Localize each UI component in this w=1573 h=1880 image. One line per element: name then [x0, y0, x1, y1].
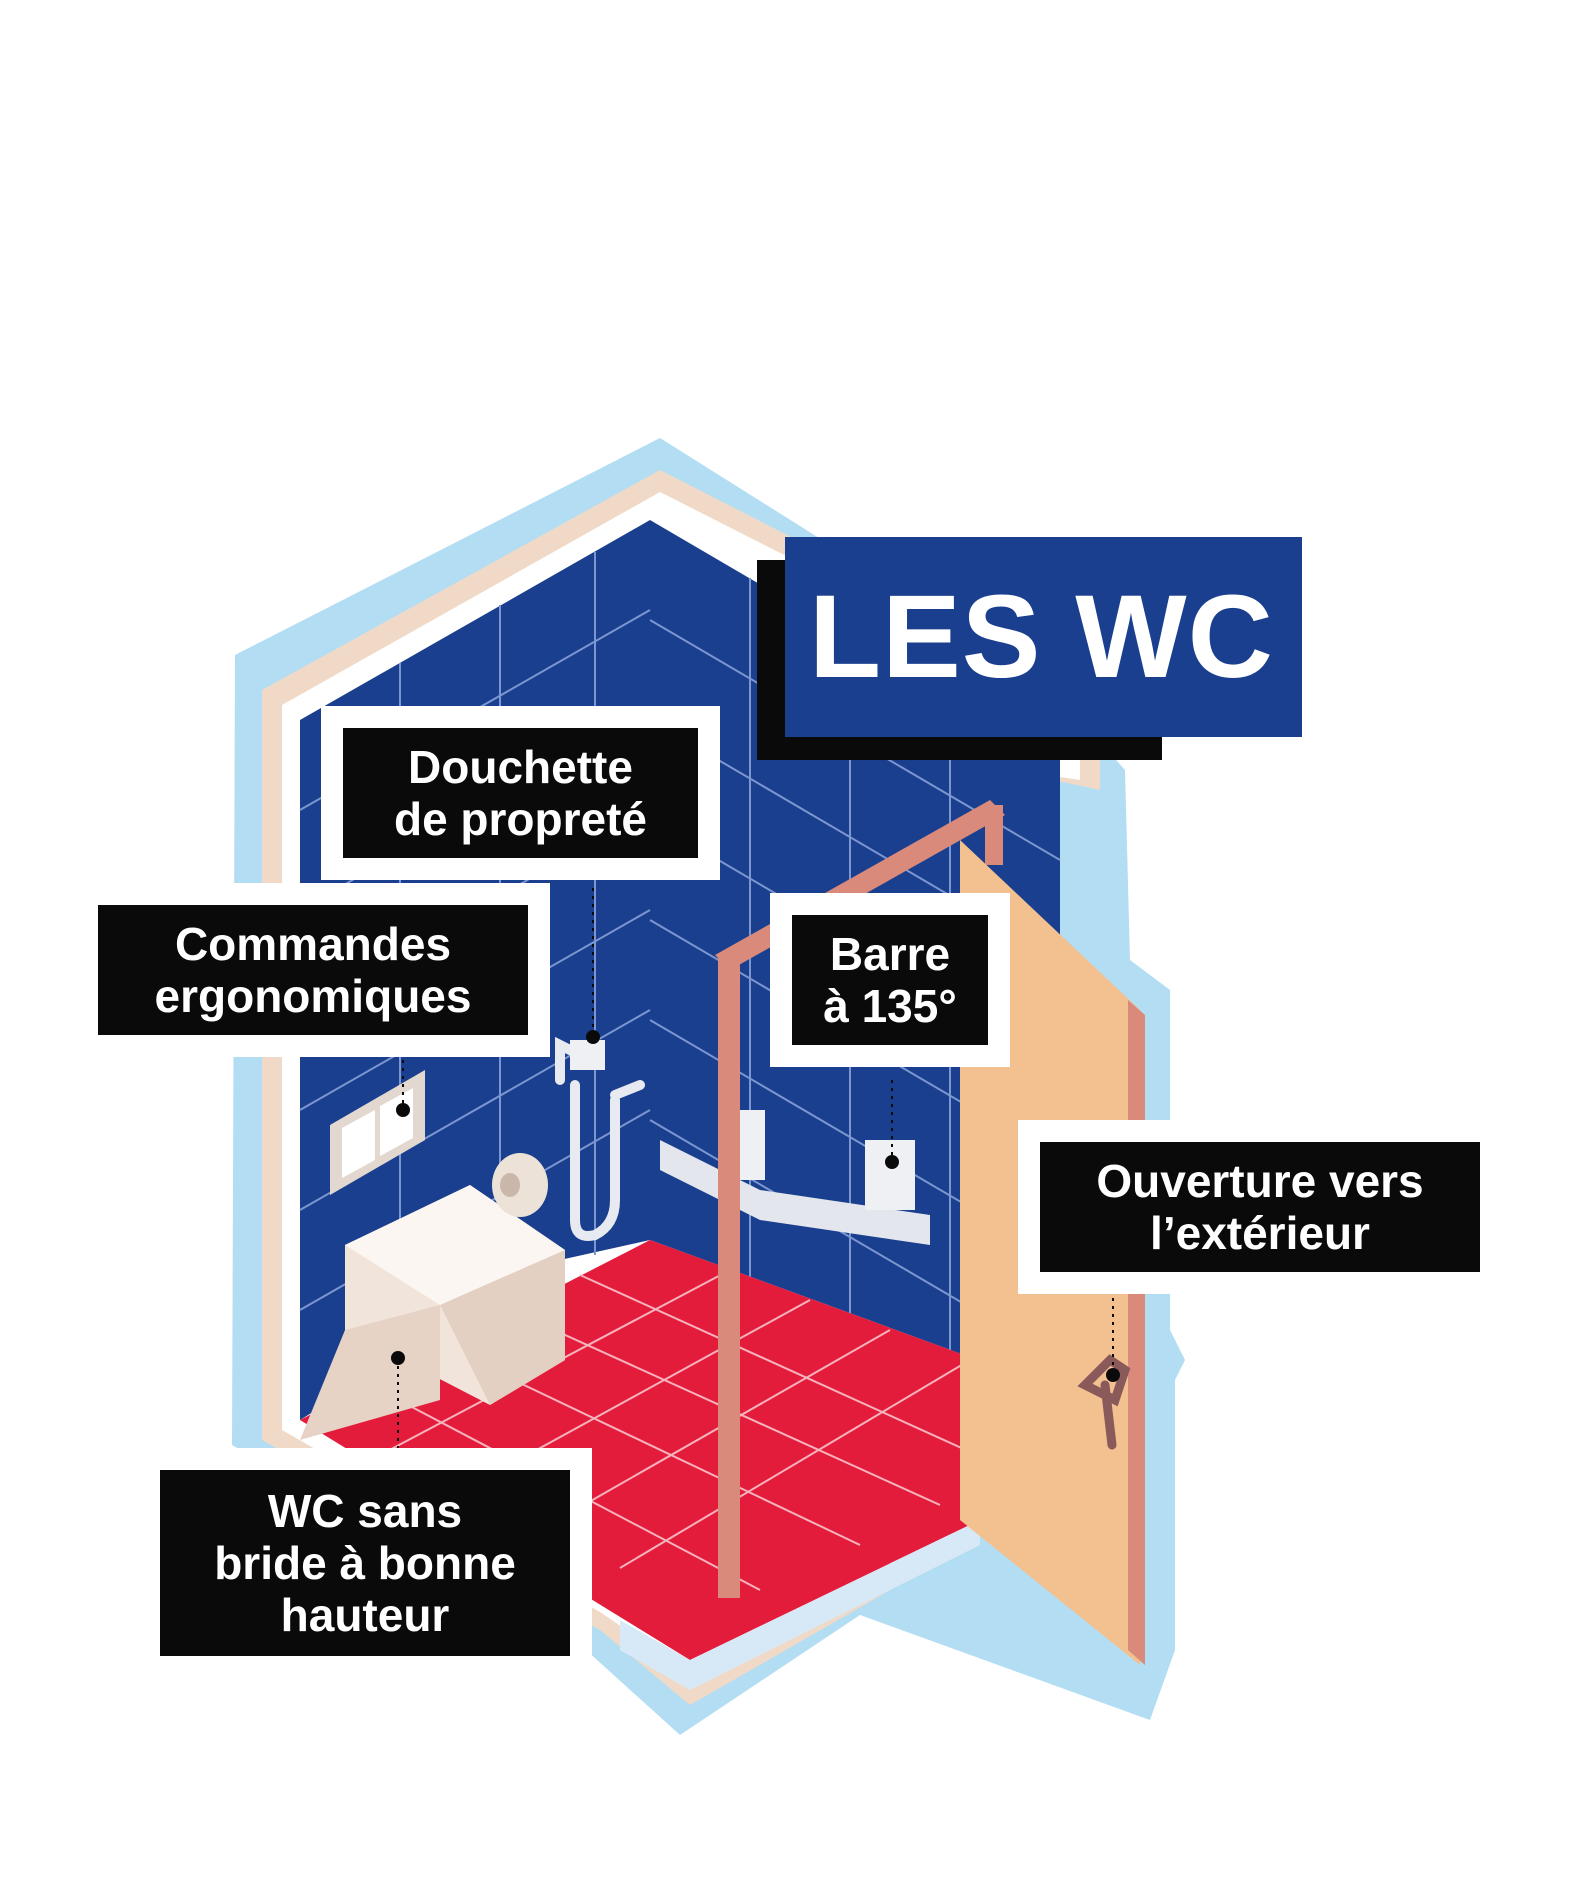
hand-shower [555, 1036, 645, 1241]
callout-ouverture-line-2: l’extérieur [1150, 1207, 1370, 1259]
callout-douchette-line-1: Douchette [408, 741, 633, 793]
callout-wc-line-1: WC sans [267, 1485, 463, 1537]
callout-barre-line-1: Barre [829, 928, 951, 980]
pointers [397, 888, 1114, 1455]
callout-wc-line-2: bride à bonne [214, 1537, 516, 1589]
toilet [300, 1185, 565, 1440]
grab-bar [660, 1110, 930, 1245]
callout-commandes-line-2: ergonomiques [154, 970, 472, 1022]
door-frame-bar [715, 800, 1005, 1598]
page-title: LES WC [785, 537, 1302, 737]
callout-douchette-line-2: de propreté [393, 793, 648, 845]
callout-commandes-line-1: Commandes [174, 918, 452, 970]
pointer-dots [391, 1030, 1120, 1382]
callout-wc-line-3: hauteur [280, 1589, 450, 1641]
toilet-paper [492, 1153, 548, 1217]
callout-barre-line-2: à 135° [823, 980, 957, 1032]
callout-ouverture-line-1: Ouverture vers [1096, 1155, 1424, 1207]
